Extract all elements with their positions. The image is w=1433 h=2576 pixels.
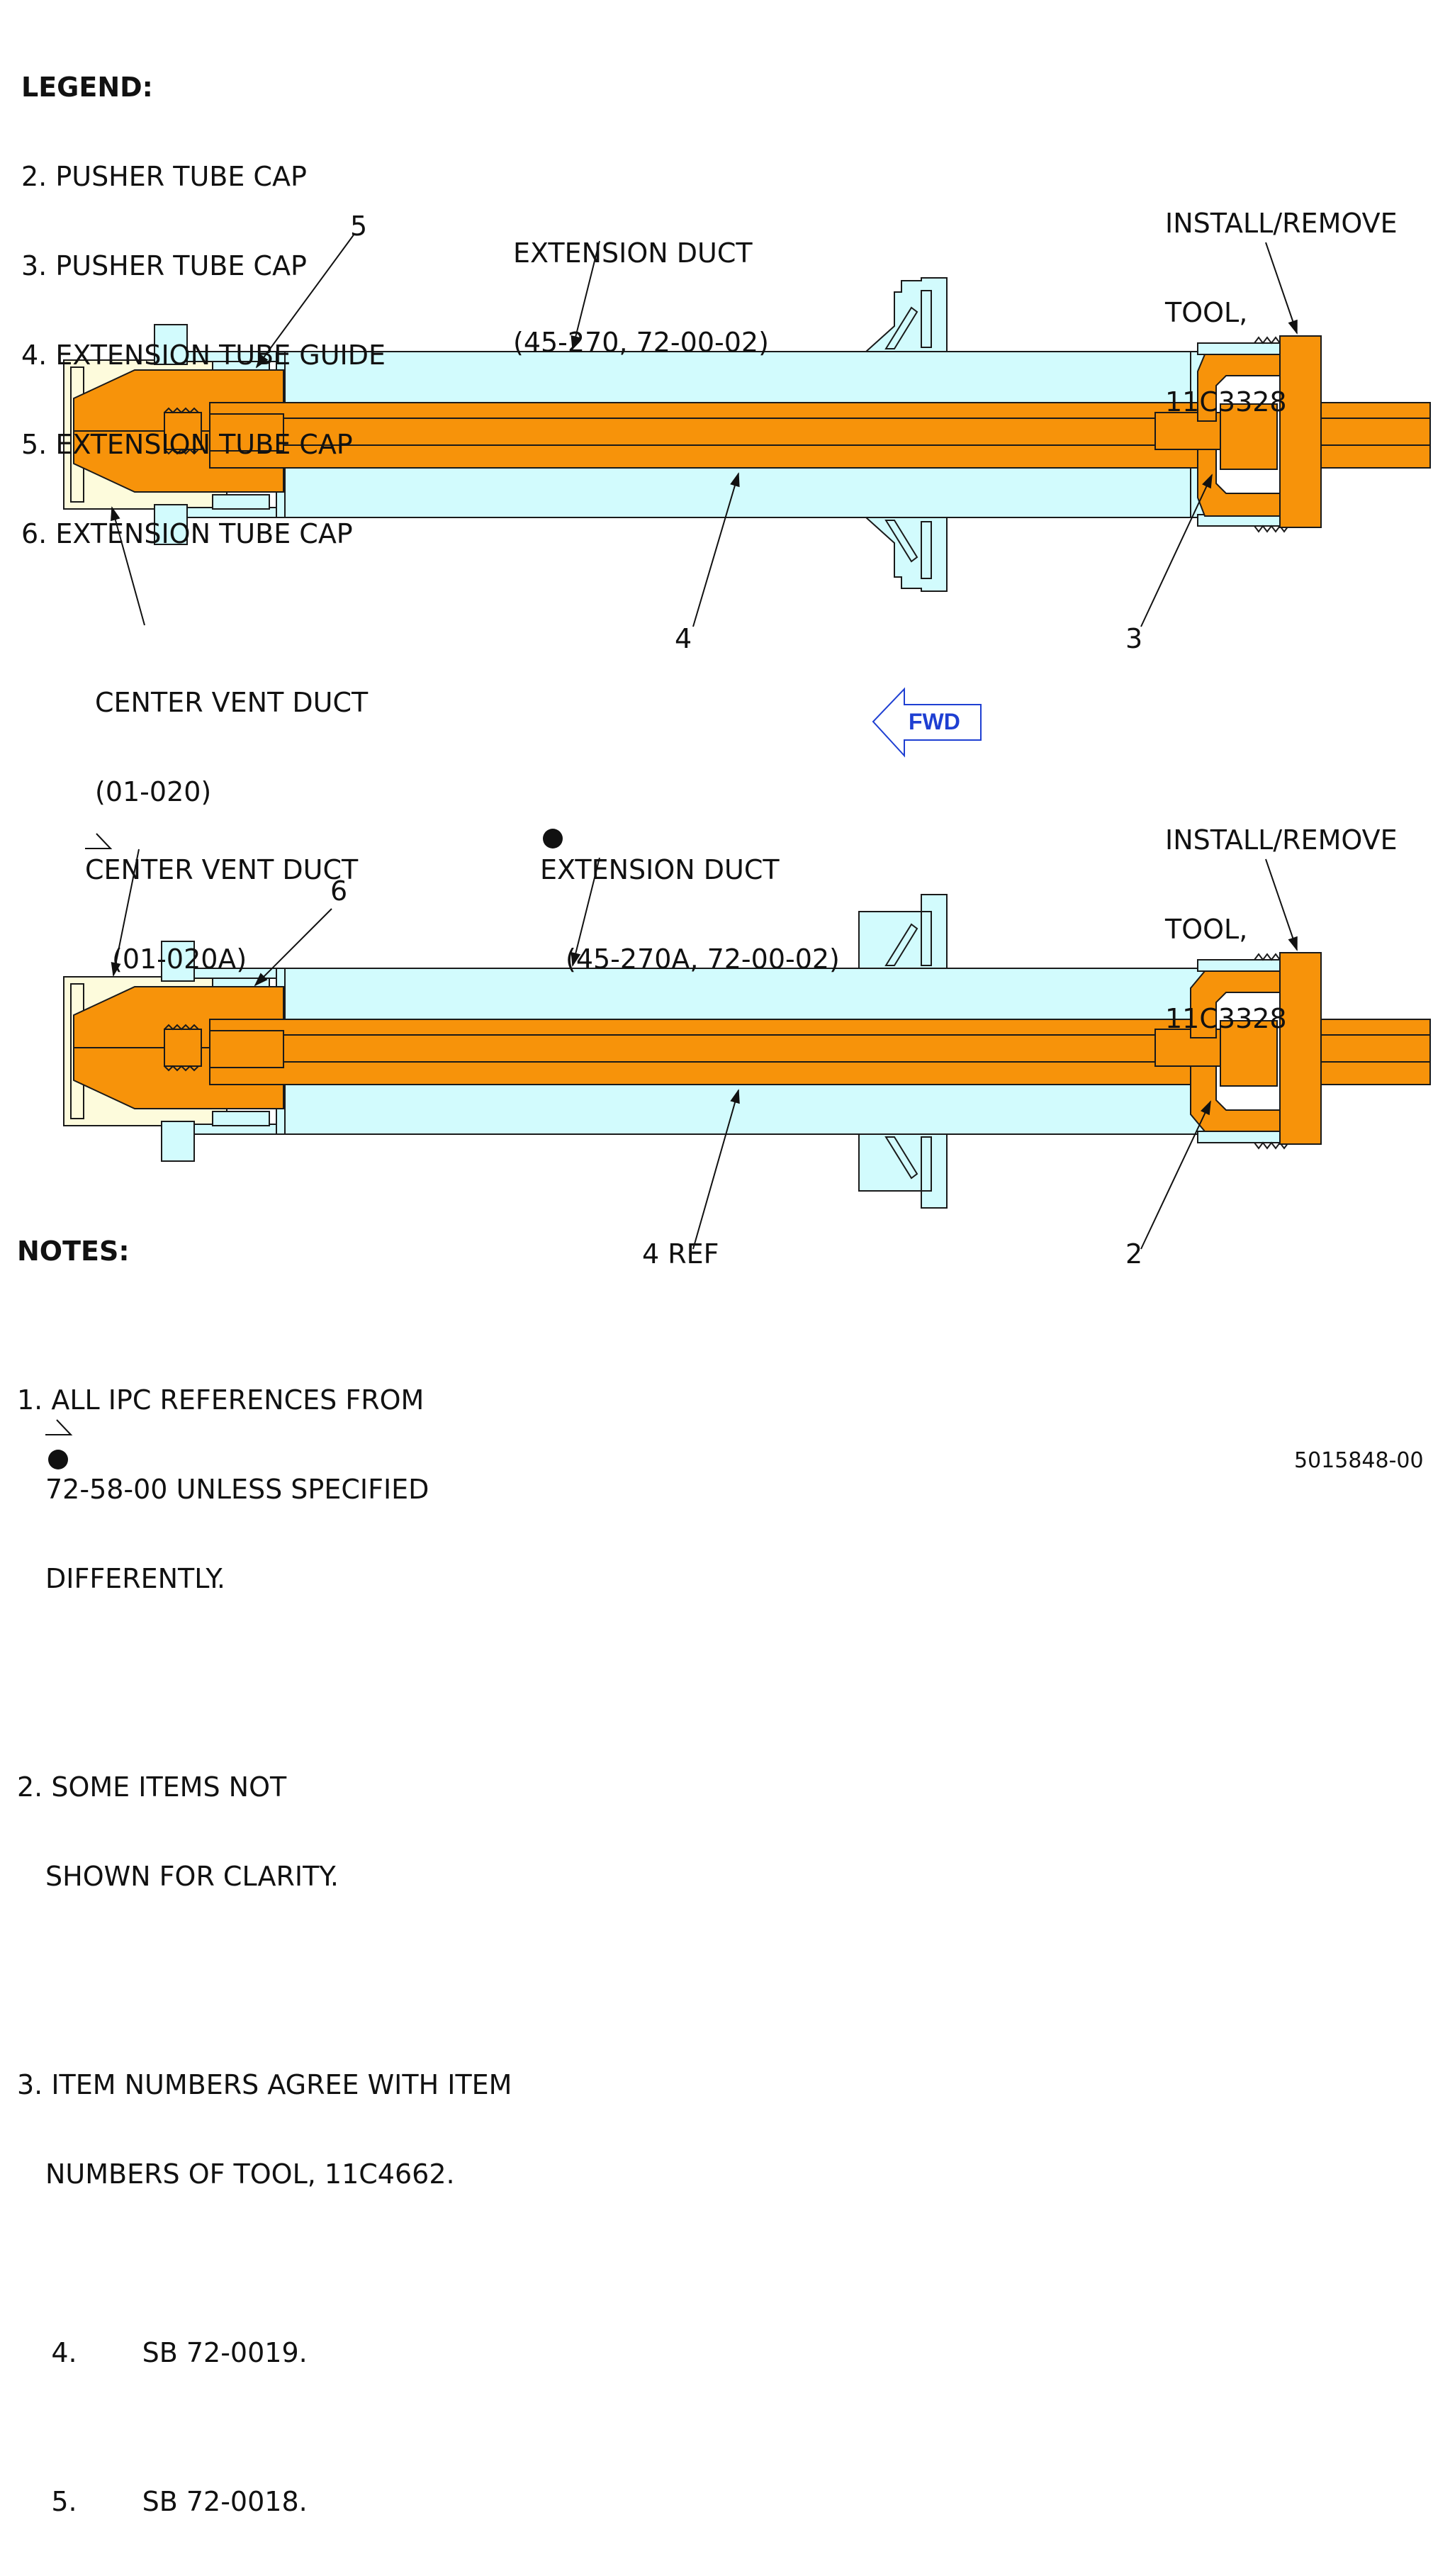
sb-72-0018-symbol-note xyxy=(48,1450,68,1469)
bottom-extension-duct-label: EXTENSION DUCT (45-270A, 72-00-02) xyxy=(540,854,840,975)
leader-top-item4 xyxy=(692,472,740,627)
leader-bottom-tool xyxy=(1265,858,1298,951)
top-install-remove-tool xyxy=(1197,335,1431,528)
diagram-drawing xyxy=(45,233,1431,1469)
fwd-arrow xyxy=(872,687,982,758)
top-tool-label: INSTALL/REMOVE TOOL, 11C3328 xyxy=(1165,208,1398,418)
top-assembly xyxy=(63,277,1431,592)
bottom-callout-item6: 6 xyxy=(330,875,348,907)
leader-bottom-center-vent xyxy=(111,849,140,977)
top-callout-item3: 3 xyxy=(1125,623,1143,654)
sb-72-0018-symbol-label xyxy=(543,829,563,849)
leader-top-tool xyxy=(1265,242,1298,335)
leader-bottom-item2 xyxy=(1140,1100,1211,1250)
sb-symbols xyxy=(45,833,113,1435)
note-2: 2. SOME ITEMS NOT SHOWN FOR CLARITY. xyxy=(17,1771,339,1892)
bottom-duct-flange xyxy=(858,894,948,1209)
note-4: 4.SB 72-0019. xyxy=(51,2337,308,2368)
bottom-center-vent-duct-label: CENTER VENT DUCT (01-020A) xyxy=(85,854,359,975)
notes: NOTES: 1. ALL IPC REFERENCES FROM 72-58-… xyxy=(17,1177,512,2576)
leader-lines xyxy=(111,233,1298,1250)
legend-item: 3. PUSHER TUBE CAP xyxy=(21,250,307,281)
leader-bottom-extension-duct xyxy=(571,857,600,967)
notes-title: NOTES: xyxy=(17,1236,130,1267)
leader-top-center-vent xyxy=(111,506,145,626)
note-5: 5.SB 72-0018. xyxy=(51,2486,308,2517)
top-extension-duct-label: EXTENSION DUCT (45-270, 72-00-02) xyxy=(513,237,769,358)
top-duct-flange xyxy=(864,277,948,592)
legend-item: 5. EXTENSION TUBE CAP xyxy=(21,429,353,460)
legend-item: 2. PUSHER TUBE CAP xyxy=(21,161,307,192)
note-3: 3. ITEM NUMBERS AGREE WITH ITEM NUMBERS … xyxy=(17,2069,512,2190)
note-1: 1. ALL IPC REFERENCES FROM 72-58-00 UNLE… xyxy=(17,1384,429,1594)
top-callout-item4: 4 xyxy=(675,623,692,654)
legend-item: 4. EXTENSION TUBE GUIDE xyxy=(21,340,386,371)
leader-bottom-item4 xyxy=(692,1089,740,1250)
fwd-label: FWD xyxy=(909,709,960,734)
sb-72-0019-symbol-label xyxy=(85,833,113,849)
bottom-assembly xyxy=(63,894,1431,1209)
leader-top-item3 xyxy=(1140,474,1213,627)
leader-bottom-item6 xyxy=(254,908,332,987)
leader-top-item5 xyxy=(255,233,355,369)
bottom-right-threads xyxy=(1197,953,1291,1150)
legend-title: LEGEND: xyxy=(21,72,153,103)
top-center-vent-duct-label: CENTER VENT DUCT (01-020) xyxy=(95,687,369,807)
top-callout-item5: 5 xyxy=(350,211,368,242)
bottom-install-remove-tool xyxy=(1190,952,1431,1145)
leader-top-extension-duct xyxy=(571,240,600,350)
bottom-guide-tube xyxy=(209,1019,1275,1085)
drawing-number: 5015848-00 xyxy=(1294,1448,1424,1473)
bottom-tool-label: INSTALL/REMOVE TOOL, 11C3328 xyxy=(1165,824,1398,1034)
sb-72-0019-symbol-note xyxy=(45,1419,73,1435)
legend-item: 6. EXTENSION TUBE CAP xyxy=(21,518,353,549)
legend: LEGEND: 2. PUSHER TUBE CAP 3. PUSHER TUB… xyxy=(21,13,386,578)
bottom-callout-item2: 2 xyxy=(1125,1238,1143,1270)
bottom-callout-item4: 4 REF xyxy=(642,1238,719,1270)
top-right-threads xyxy=(1197,336,1291,533)
